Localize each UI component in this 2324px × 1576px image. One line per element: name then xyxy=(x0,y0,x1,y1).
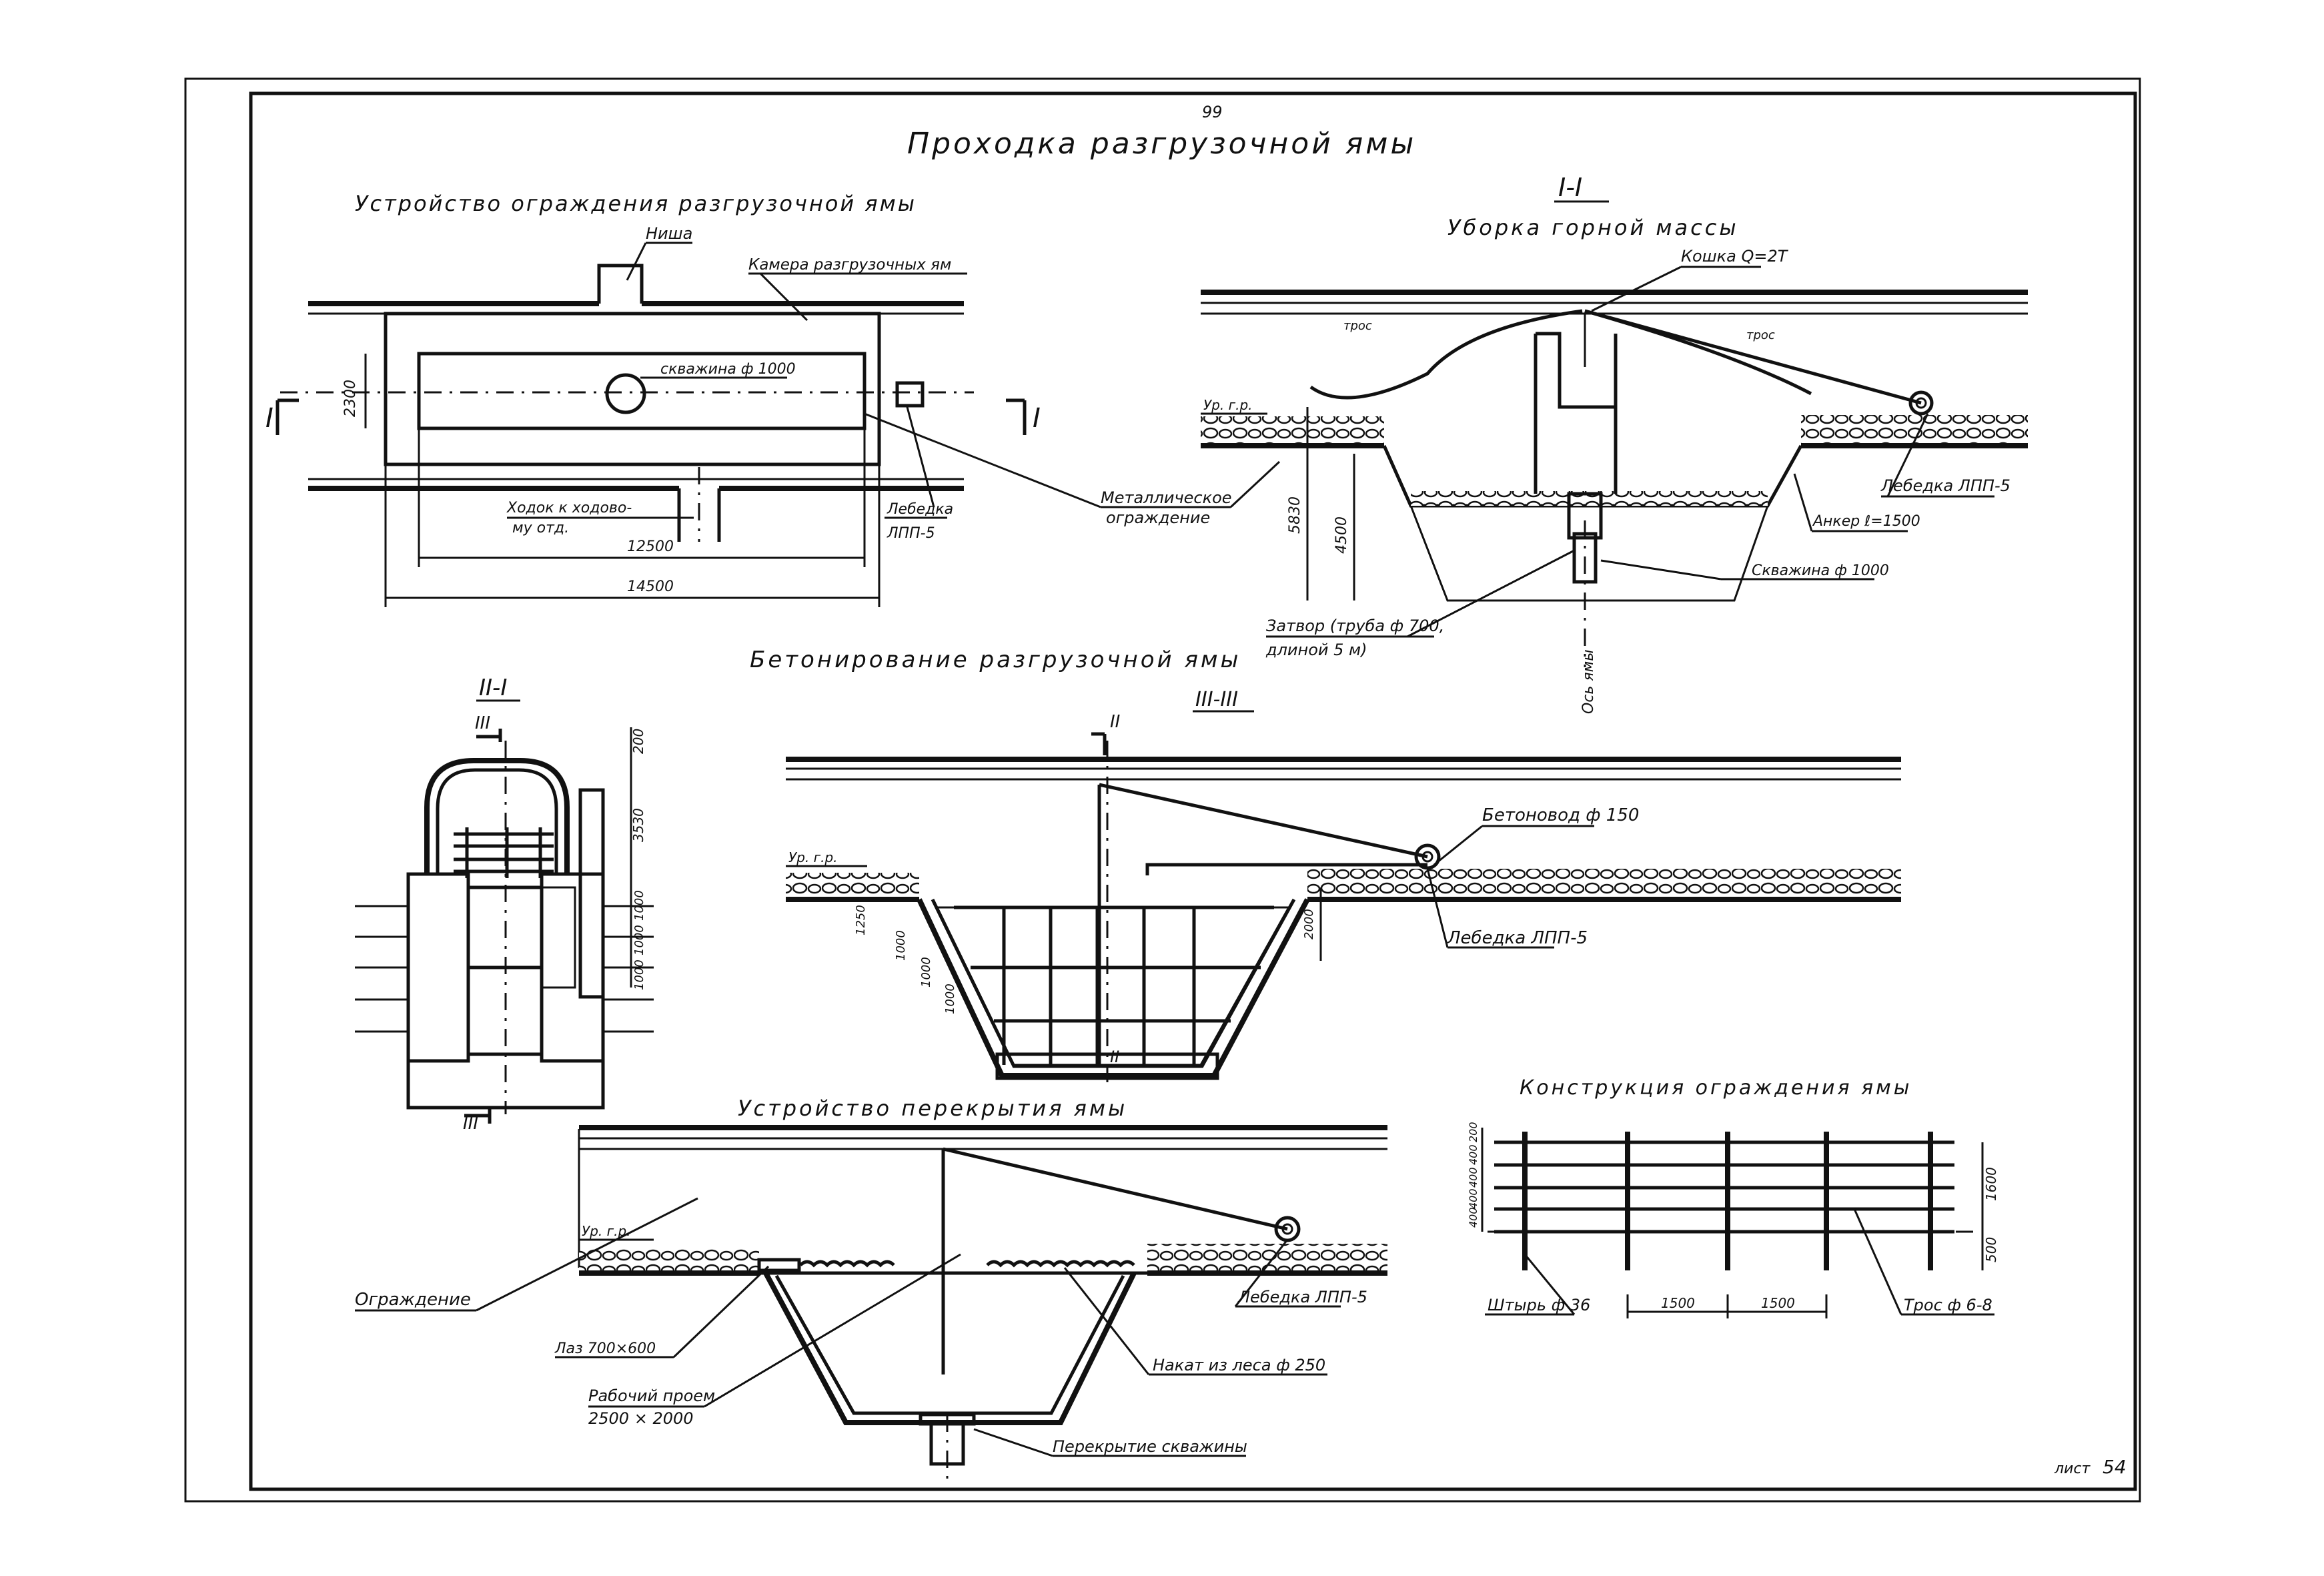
fence-detail: Конструкция ограждения ямы 200 400 400 4… xyxy=(1467,1076,1999,1318)
dim-4500: 4500 xyxy=(1333,516,1350,554)
cable-label-1: трос xyxy=(1343,319,1372,333)
niche-outline xyxy=(597,264,644,304)
page-number: 99 xyxy=(1202,103,1223,121)
section-3-dim-2000: 2000 xyxy=(1302,909,1316,939)
section-2-dim-200: 200 xyxy=(630,729,646,754)
section-3: III-III II II Ур xyxy=(786,688,1901,1088)
passage-label-1: Ходок к ходово- xyxy=(506,500,632,516)
dim-5830: 5830 xyxy=(1287,496,1303,534)
pin-label: Штырь ф 36 xyxy=(1488,1296,1590,1314)
fence-dim-1600: 1600 xyxy=(1983,1167,1999,1201)
section-3-winch xyxy=(1414,843,1441,870)
section-3-dim-1000-a: 1000 xyxy=(894,930,908,961)
section-2-dim-1000-c: 1000 xyxy=(632,959,646,990)
section-mark-right: I xyxy=(1033,403,1041,434)
plan-view: Устройство ограждения разгрузочной ямы Н… xyxy=(265,191,1281,607)
fence-dim-400-d: 400 xyxy=(1467,1207,1480,1228)
section-3-mark-bottom: II xyxy=(1110,1048,1119,1066)
fence-dim-400-a: 400 xyxy=(1467,1144,1480,1165)
fence-detail-title: Конструкция ограждения ямы xyxy=(1520,1076,1912,1100)
section-1-borehole-label: Скважина ф 1000 xyxy=(1752,562,1889,579)
section-3-dim-1250: 1250 xyxy=(854,905,868,935)
fence-label-2: ограждение xyxy=(1106,508,1210,527)
sheet-label: лист xyxy=(2054,1461,2091,1477)
borehole-cover-label: Перекрытие скважины xyxy=(1053,1437,1247,1456)
concreting-title: Бетонирование разгрузочной ямы xyxy=(750,647,1241,673)
logs-label: Накат из леса ф 250 xyxy=(1153,1356,1325,1374)
gate-label-2: длиной 5 м) xyxy=(1265,641,1367,659)
inner-frame xyxy=(249,91,2137,1491)
manhole-label: Лаз 700×600 xyxy=(554,1340,656,1357)
section-2-dim-1000-b: 1000 xyxy=(632,925,646,955)
fence-dim-400-b: 400 xyxy=(1467,1167,1480,1188)
pit-outline xyxy=(417,352,866,430)
section-2-mark-bottom: III xyxy=(463,1114,478,1134)
section-2-title: II-I xyxy=(479,675,507,701)
cable-label-2: трос xyxy=(1746,328,1775,342)
section-1-pillar xyxy=(1534,332,1618,494)
cover-section: Устройство перекрытия ямы Ур. г.р. Ограж… xyxy=(355,1096,1387,1481)
fence-dim-400-c: 400 xyxy=(1467,1188,1480,1209)
winch-plan-label-1: Лебедка xyxy=(887,501,953,518)
section-2-mark-top: III xyxy=(475,713,490,733)
fence-label-1: Металлическое xyxy=(1101,488,1232,507)
section-2-dim-3530: 3530 xyxy=(630,808,646,842)
section-3-formwork xyxy=(935,906,1291,1066)
section-mark-left: I xyxy=(265,403,273,434)
winch-plan xyxy=(895,381,925,408)
section-3-winch-label: Лебедка ЛПП-5 xyxy=(1447,928,1588,948)
fence-spacing-1: 1500 xyxy=(1661,1295,1695,1311)
section-3-dim-1000-c: 1000 xyxy=(943,983,957,1014)
winch-plan-label-2: ЛПП-5 xyxy=(887,525,935,542)
opening-label-1: Рабочий проем xyxy=(588,1387,715,1405)
section-1-title: I-I xyxy=(1558,173,1582,202)
section-3-mark-top: II xyxy=(1110,712,1120,732)
fence-dim-200: 200 xyxy=(1467,1122,1480,1142)
section-2-dim-1000-a: 1000 xyxy=(632,890,646,921)
dim-14500: 14500 xyxy=(627,578,674,595)
anchor-label: Анкер ℓ=1500 xyxy=(1812,513,1920,530)
section-2-arch xyxy=(424,758,570,874)
section-2-concrete-right xyxy=(540,872,605,1063)
hoist-label: Кошка Q=2Т xyxy=(1681,247,1789,266)
section-1-floor-left xyxy=(1201,416,1384,444)
passage-label-2: му отд. xyxy=(512,520,569,536)
chamber-label: Камера разгрузочных ям xyxy=(748,256,951,274)
section-3-dim-1000-b: 1000 xyxy=(919,957,933,988)
section-1-winch xyxy=(1908,390,1934,416)
cover-title: Устройство перекрытия ямы xyxy=(738,1096,1127,1121)
cover-winch-label: Лебедка ЛПП-5 xyxy=(1237,1288,1367,1306)
section-2-concrete-left xyxy=(406,872,470,1063)
cover-fence-label: Ограждение xyxy=(355,1290,471,1310)
fence-dim-500: 500 xyxy=(1983,1237,1999,1262)
section-1: I-I Уборка горной массы трос трос Кошка … xyxy=(1201,173,2028,714)
niche-label: Ниша xyxy=(646,224,692,243)
concrete-pipe-label: Бетоновод ф 150 xyxy=(1482,805,1639,825)
section-1-winch-label: Лебедка ЛПП-5 xyxy=(1880,476,2010,495)
opening-label-2: 2500 × 2000 xyxy=(588,1409,694,1428)
section-3-title: III-III xyxy=(1195,688,1238,711)
plan-title: Устройство ограждения разгрузочной ямы xyxy=(355,191,917,216)
chamber-outline xyxy=(384,312,881,466)
dim-12500: 12500 xyxy=(627,538,674,555)
section-2: II-I III III xyxy=(355,675,654,1134)
fence-spacing-2: 1500 xyxy=(1761,1295,1795,1311)
borehole-label: скважина ф 1000 xyxy=(660,361,796,378)
cable-label: Трос ф 6-8 xyxy=(1904,1296,1992,1314)
sheet-title: Проходка разгрузочной ямы xyxy=(907,127,1416,161)
section-1-ground-label: Ур. г.р. xyxy=(1203,397,1253,413)
section-3-ground-label: Ур. г.р. xyxy=(788,849,838,865)
dim-2300: 2300 xyxy=(342,380,359,417)
cover-pit xyxy=(763,1272,1137,1425)
pit-axis-label: Ось ямы xyxy=(1580,649,1597,714)
section-1-subtitle: Уборка горной массы xyxy=(1447,215,1739,240)
borehole-plan xyxy=(605,373,646,414)
sheet-number: 54 xyxy=(2103,1456,2127,1478)
outer-frame xyxy=(184,77,2141,1503)
log-deck xyxy=(757,1258,1147,1275)
